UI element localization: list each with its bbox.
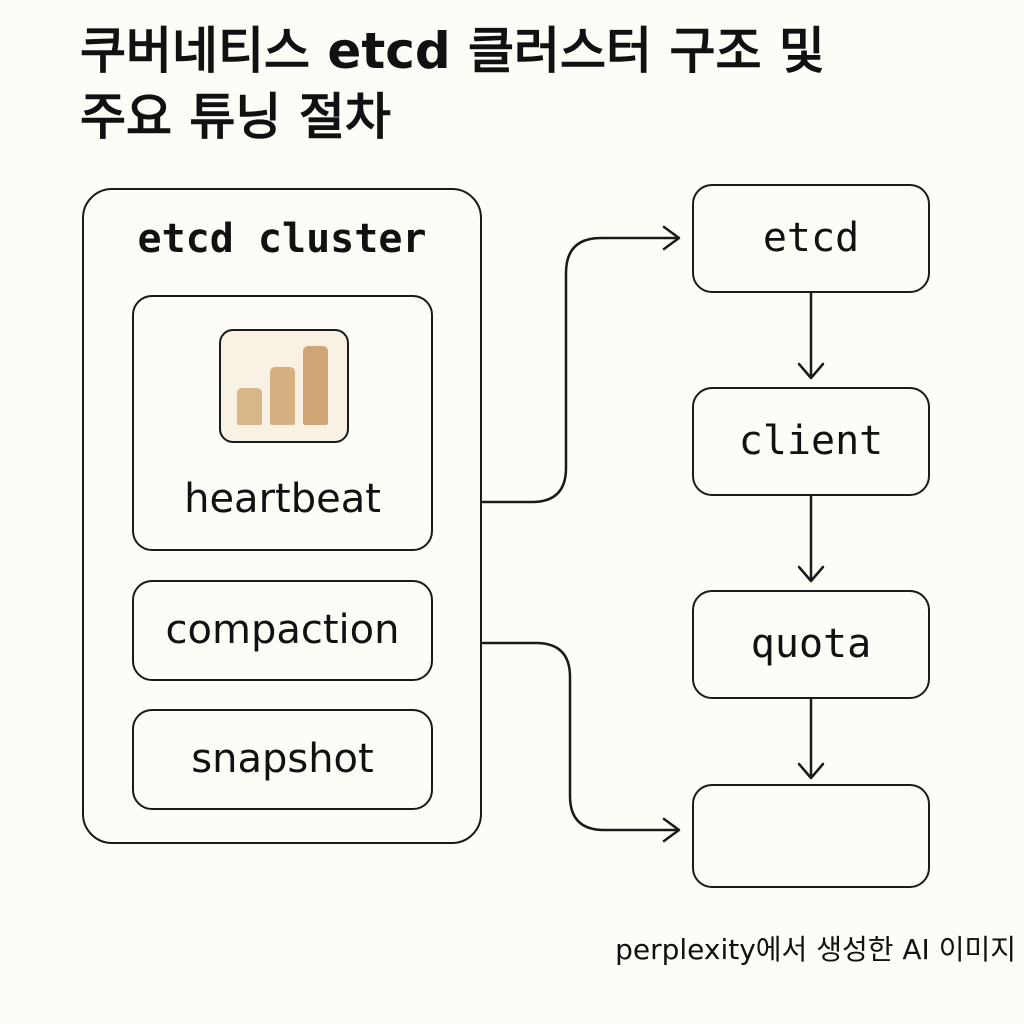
heartbeat-to-etcd-connector xyxy=(481,236,680,504)
bar-chart-icon-bar-3 xyxy=(303,346,328,425)
compaction-box: compaction xyxy=(132,580,433,681)
title-line-2: 주요 튜닝 절차 xyxy=(80,88,391,146)
flow-step-client: client xyxy=(692,387,930,496)
etcd-to-client-arrowhead xyxy=(797,362,825,380)
compaction-label: compaction xyxy=(165,607,400,653)
snapshot-label: snapshot xyxy=(191,736,374,782)
bar-chart-icon xyxy=(219,329,349,443)
flow-step-quota: quota xyxy=(692,590,930,699)
page-title: 쿠버네티스 etcd 클러스터 구조 및 주요 튜닝 절차 xyxy=(80,18,980,150)
flow-step-label: etcd xyxy=(762,215,860,261)
flow-step-etcd: etcd xyxy=(692,184,930,293)
quota-to-empty-arrowhead xyxy=(797,762,825,780)
compaction-to-empty-connector xyxy=(481,641,680,832)
bar-chart-icon-bar-1 xyxy=(237,388,262,425)
flow-step-empty xyxy=(692,784,930,888)
snapshot-box: snapshot xyxy=(132,709,433,810)
title-line-1: 쿠버네티스 etcd 클러스터 구조 및 xyxy=(80,22,825,80)
bar-chart-icon-bar-2 xyxy=(270,367,295,425)
heartbeat-box: heartbeat xyxy=(132,295,433,551)
heartbeat-label: heartbeat xyxy=(184,476,381,522)
cluster-label: etcd cluster xyxy=(137,216,427,262)
compaction-to-empty-arrowhead xyxy=(662,817,681,843)
client-to-quota-arrowhead xyxy=(797,565,825,583)
flow-step-label: quota xyxy=(750,621,872,667)
flow-step-label: client xyxy=(738,418,884,464)
footer-credit: perplexity에서 생성한 AI 이미지 xyxy=(615,933,1016,966)
heartbeat-to-etcd-arrowhead xyxy=(662,225,681,251)
